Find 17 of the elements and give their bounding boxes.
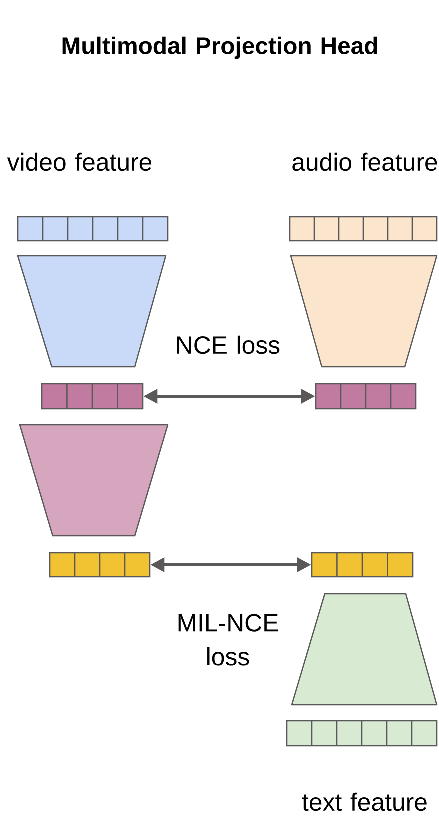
loss-label: MIL-NCE loss: [178, 614, 278, 666]
feature-label: video feature: [7, 152, 152, 172]
feature-vector: [17, 216, 169, 242]
title: Multimodal Projection Head: [62, 36, 378, 60]
projection-trapezoid: [291, 593, 438, 706]
feature-vector: [41, 383, 144, 410]
feature-vector: [311, 552, 414, 578]
feature-label: audio feature: [292, 152, 438, 172]
loss-label: NCE loss: [177, 336, 280, 354]
projection-trapezoid: [290, 255, 438, 368]
feature-label: text feature: [302, 792, 427, 812]
feature-vector: [49, 552, 151, 578]
feature-vector: [289, 216, 438, 242]
feature-vector: [286, 720, 438, 747]
feature-vector: [315, 383, 417, 410]
projection-trapezoid: [19, 424, 169, 537]
projection-trapezoid: [17, 255, 167, 368]
